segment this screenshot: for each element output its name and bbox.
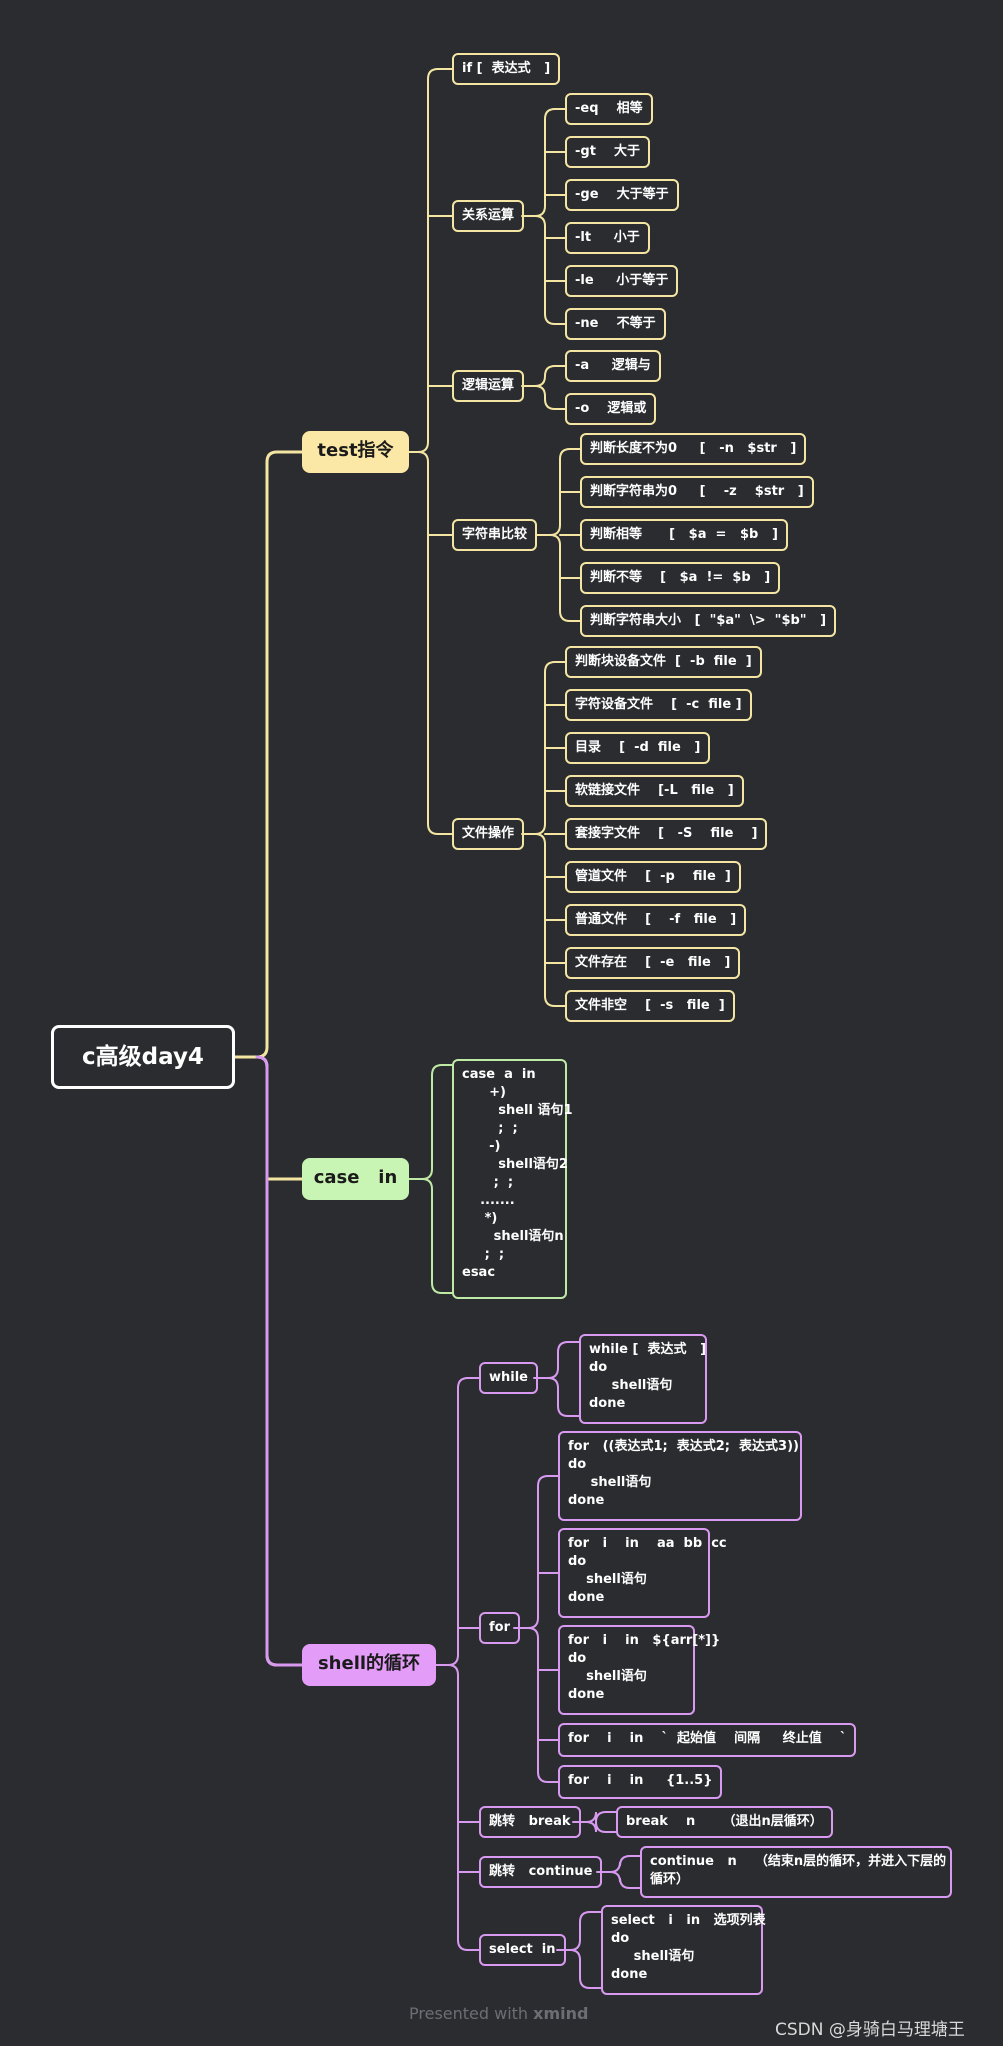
root-connector	[233, 450, 304, 1059]
string-compare-item[interactable]: 判断字符串大小 [ "$a" \> "$b" ]	[580, 605, 837, 637]
test-connector	[408, 68, 453, 453]
continue-connector	[609, 1871, 641, 1889]
file-op[interactable]: 普通文件 [ -f file ]	[565, 904, 747, 936]
logical-connector	[521, 365, 566, 387]
string-connector	[549, 534, 581, 622]
file-op[interactable]: 目录 [ -d file ]	[565, 732, 711, 764]
while-topic[interactable]: while	[479, 1362, 538, 1394]
for-syntax-block[interactable]: for i in ${arr[*]} do shell语句 done	[558, 1625, 720, 1715]
root-topic[interactable]: c高级day4	[51, 1025, 235, 1089]
case-connector	[421, 1178, 453, 1294]
relational-ops-topic[interactable]: 关系运算	[452, 200, 525, 232]
string-compare-item[interactable]: 判断不等 [ $a != $b ]	[580, 562, 781, 594]
root-connector	[255, 1055, 304, 1667]
for-connector	[527, 1627, 559, 1783]
file-op[interactable]: 字符设备文件 [ -c file ]	[565, 689, 752, 721]
relational-op[interactable]: -le 小于等于	[565, 265, 679, 297]
file-op[interactable]: 软链接文件 [-L file ]	[565, 775, 744, 807]
select-connector	[556, 1911, 602, 1951]
string-compare-item[interactable]: 判断相等 [ $a = $b ]	[580, 519, 788, 551]
relational-connector	[521, 108, 566, 217]
file-op[interactable]: 管道文件 [ -p file ]	[565, 861, 741, 893]
logical-ops-topic[interactable]: 逻辑运算	[452, 370, 525, 402]
loop-connector	[435, 1377, 480, 1666]
break-topic[interactable]: 跳转 break	[479, 1806, 581, 1838]
string-compare-topic[interactable]: 字符串比较	[452, 519, 538, 551]
case-topic[interactable]: case in	[302, 1158, 409, 1200]
while-syntax-block[interactable]: while [ 表达式 ] do shell语句 done	[579, 1334, 707, 1424]
file-ops-topic[interactable]: 文件操作	[452, 818, 525, 850]
loop-topic[interactable]: shell的循环	[302, 1644, 436, 1686]
for-syntax-block[interactable]: for i in aa bb cc do shell语句 done	[558, 1528, 727, 1618]
case-connector	[408, 1064, 453, 1180]
for-syntax-block[interactable]: for i in ` 起始值 间隔 终止值 `	[558, 1723, 857, 1757]
presented-with-footer: Presented with xmind	[409, 2004, 588, 2023]
for-topic[interactable]: for	[479, 1612, 520, 1644]
for-syntax-block[interactable]: for i in {1..5}	[558, 1765, 723, 1799]
logical-op[interactable]: -a 逻辑与	[565, 350, 661, 382]
relational-op[interactable]: -ge 大于等于	[565, 179, 679, 211]
continue-topic[interactable]: 跳转 continue	[479, 1856, 603, 1888]
root-connector	[255, 1055, 304, 1667]
continue-detail[interactable]: continue n （结束n层的循环，并进入下层的 循环）	[640, 1846, 952, 1898]
break-connector	[585, 1821, 617, 1833]
relational-connector	[534, 215, 566, 325]
for-connector	[513, 1475, 559, 1629]
string-compare-item[interactable]: 判断长度不为0 [ -n $str ]	[580, 433, 807, 465]
while-connector	[533, 1341, 580, 1379]
relational-op[interactable]: -ne 不等于	[565, 308, 666, 340]
select-syntax-block[interactable]: select i in 选项列表 do shell语句 done	[601, 1905, 766, 1995]
case-syntax-block[interactable]: case a in +) shell 语句1 ; ; -) shell语句2 ;…	[452, 1059, 573, 1299]
file-connector	[534, 833, 566, 1007]
logical-connector	[534, 385, 566, 410]
file-op[interactable]: 文件存在 [ -e file ]	[565, 947, 741, 979]
file-op[interactable]: 文件非空 [ -s file ]	[565, 990, 735, 1022]
for-syntax-block[interactable]: for ((表达式1; 表达式2; 表达式3)) do shell语句 done	[558, 1431, 802, 1521]
relational-op[interactable]: -eq 相等	[565, 93, 653, 125]
if-expression[interactable]: if [ 表达式 ]	[452, 53, 561, 85]
relational-op[interactable]: -gt 大于	[565, 136, 651, 168]
while-connector	[547, 1377, 580, 1417]
select-topic[interactable]: select in	[479, 1934, 566, 1966]
relational-op[interactable]: -lt 小于	[565, 222, 650, 254]
continue-connector	[596, 1855, 641, 1873]
file-op[interactable]: 套接字文件 [ -S file ]	[565, 818, 768, 850]
test-connector	[417, 451, 453, 835]
csdn-watermark: CSDN @身骑白马理塘王	[775, 2020, 965, 2040]
break-detail[interactable]: break n （退出n层循环）	[616, 1806, 833, 1838]
break-connector	[572, 1811, 617, 1823]
xmind-brand: xmind	[533, 2004, 589, 2023]
logical-op[interactable]: -o 逻辑或	[565, 393, 657, 425]
file-op[interactable]: 判断块设备文件 [ -b file ]	[565, 646, 762, 678]
select-connector	[569, 1949, 602, 1989]
test-topic[interactable]: test指令	[302, 431, 409, 473]
presented-with-text: Presented with	[409, 2004, 529, 2023]
loop-connector	[447, 1664, 480, 1951]
string-compare-item[interactable]: 判断字符串为0 [ -z $str ]	[580, 476, 814, 508]
